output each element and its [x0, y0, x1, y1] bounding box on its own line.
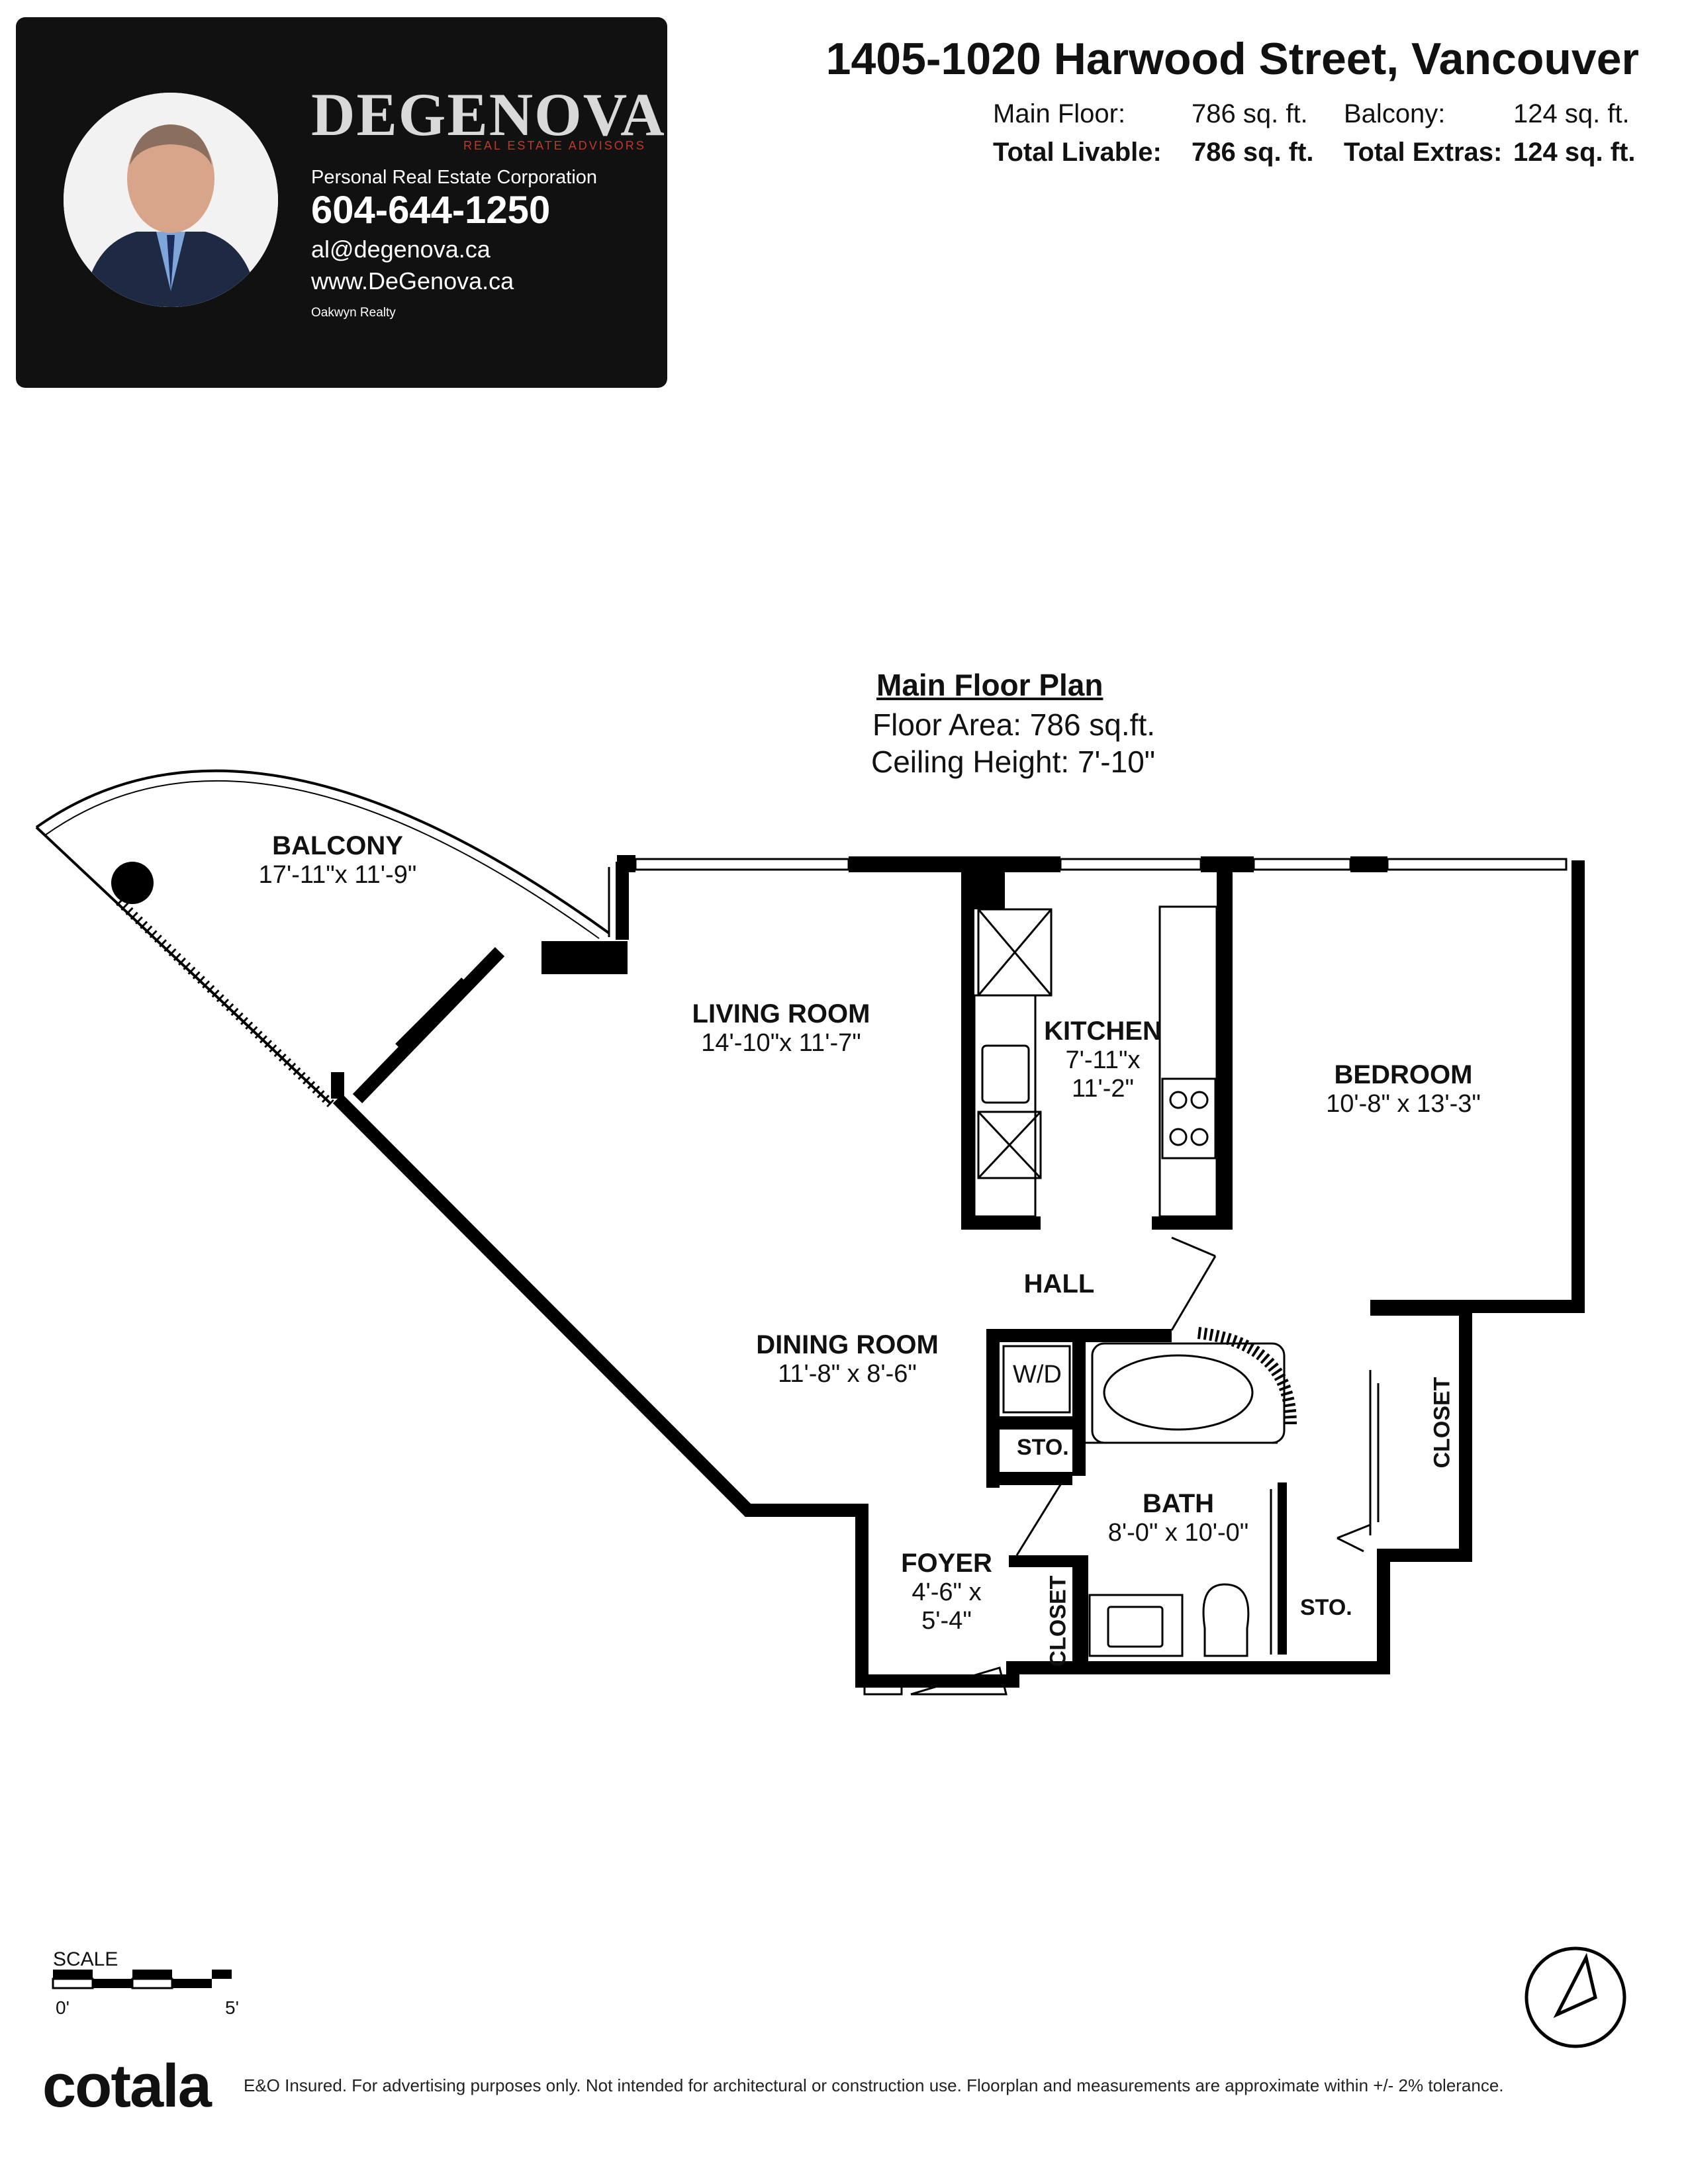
entry-door: [910, 1666, 1008, 1696]
room-dining: DINING ROOM 11'-8" x 8'-6": [735, 1330, 960, 1388]
cotala-logo: cotala: [42, 2052, 212, 2120]
agent-website[interactable]: www.DeGenova.ca: [311, 267, 514, 295]
plan-title: Main Floor Plan: [876, 668, 1103, 702]
room-name: DINING ROOM: [756, 1330, 939, 1359]
room-name: BEDROOM: [1334, 1060, 1473, 1089]
room-name: LIVING ROOM: [692, 999, 870, 1028]
scale-bar: [52, 1970, 232, 1989]
property-address: 1405-1020 Harwood Street, Vancouver: [825, 34, 1639, 84]
storage-label-bedroom: STO.: [1300, 1595, 1352, 1620]
storage-label-hall: STO.: [1017, 1435, 1069, 1460]
agent-brokerage: Oakwyn Realty: [311, 306, 396, 320]
total-livable-value: 786 sq. ft.: [1192, 138, 1314, 167]
exterior-wall-diagonal: [332, 1093, 1019, 1688]
bathtub: [1091, 1342, 1286, 1444]
balcony-column: [111, 862, 154, 904]
room-living: LIVING ROOM 14'-10"x 11'-7": [662, 999, 900, 1058]
agent-email[interactable]: al@degenova.ca: [311, 236, 491, 263]
main-floor-label: Main Floor:: [993, 99, 1126, 128]
room-bath: BATH 8'-0" x 10'-0": [1086, 1489, 1271, 1547]
toilet: [1202, 1583, 1250, 1657]
brand-logo: DEGENOVA: [311, 81, 666, 148]
room-kitchen: KITCHEN 7'-11"x 11'-2": [1043, 1017, 1162, 1103]
bathtub-arc: [1197, 1327, 1297, 1425]
room-dims: 7'-11"x: [1065, 1046, 1141, 1074]
room-dims: 14'-10"x 11'-7": [701, 1029, 861, 1057]
scale-end: 5': [225, 1997, 239, 2018]
balcony-area-value: 124 sq. ft.: [1513, 99, 1630, 128]
scale-start: 0': [56, 1997, 70, 2018]
main-floor-value: 786 sq. ft.: [1192, 99, 1308, 128]
room-dims: 11'-8" x 8'-6": [778, 1360, 917, 1388]
agent-title: Personal Real Estate Corporation: [311, 167, 598, 188]
room-dims: 10'-8" x 13'-3": [1326, 1090, 1481, 1118]
room-name: BATH: [1142, 1489, 1215, 1518]
stove: [1161, 1077, 1217, 1160]
wd-label: W/D: [1013, 1361, 1062, 1388]
ceiling-height: Ceiling Height: 7'-10": [871, 745, 1156, 779]
disclaimer: E&O Insured. For advertising purposes on…: [244, 2075, 1504, 2095]
room-foyer: FOYER 4'-6" x 5'-4": [880, 1549, 1013, 1635]
bath-vanity: [1088, 1594, 1184, 1657]
total-livable-label: Total Livable:: [993, 138, 1162, 167]
closet-label-bedroom: CLOSET: [1429, 1377, 1455, 1469]
kitchen-sink: [981, 1044, 1030, 1104]
washer-dryer: [1002, 1345, 1071, 1414]
room-hall: HALL: [1006, 1269, 1112, 1299]
balcony-area-label: Balcony:: [1344, 99, 1446, 128]
brand-tagline: REAL ESTATE ADVISORS: [463, 139, 646, 152]
room-name: KITCHEN: [1044, 1017, 1162, 1046]
exterior-wall-bottom: [1006, 860, 1585, 1674]
room-bedroom: BEDROOM 10'-8" x 13'-3": [1297, 1060, 1509, 1118]
room-dims: 4'-6" x: [912, 1578, 982, 1606]
total-extras-value: 124 sq. ft.: [1513, 138, 1636, 167]
agent-photo: [64, 93, 278, 307]
north-arrow: [1524, 1946, 1626, 2048]
room-dims: 8'-0" x 10'-0": [1107, 1519, 1249, 1547]
total-extras-label: Total Extras:: [1344, 138, 1503, 167]
room-dims: 11'-2": [1072, 1075, 1134, 1103]
room-name: HALL: [1023, 1269, 1095, 1298]
closet-label-foyer: CLOSET: [1045, 1575, 1071, 1667]
agent-phone[interactable]: 604-644-1250: [311, 189, 551, 232]
room-name: BALCONY: [272, 831, 403, 860]
room-dims: 17'-11"x 11'-9": [258, 861, 417, 889]
room-name: FOYER: [901, 1549, 992, 1578]
floor-area: Floor Area: 786 sq.ft.: [872, 707, 1156, 742]
scale-label: SCALE: [53, 1948, 118, 1970]
balcony-railing: [35, 769, 610, 934]
room-balcony: BALCONY 17'-11"x 11'-9": [225, 831, 450, 889]
room-dims: 5'-4": [921, 1607, 972, 1635]
